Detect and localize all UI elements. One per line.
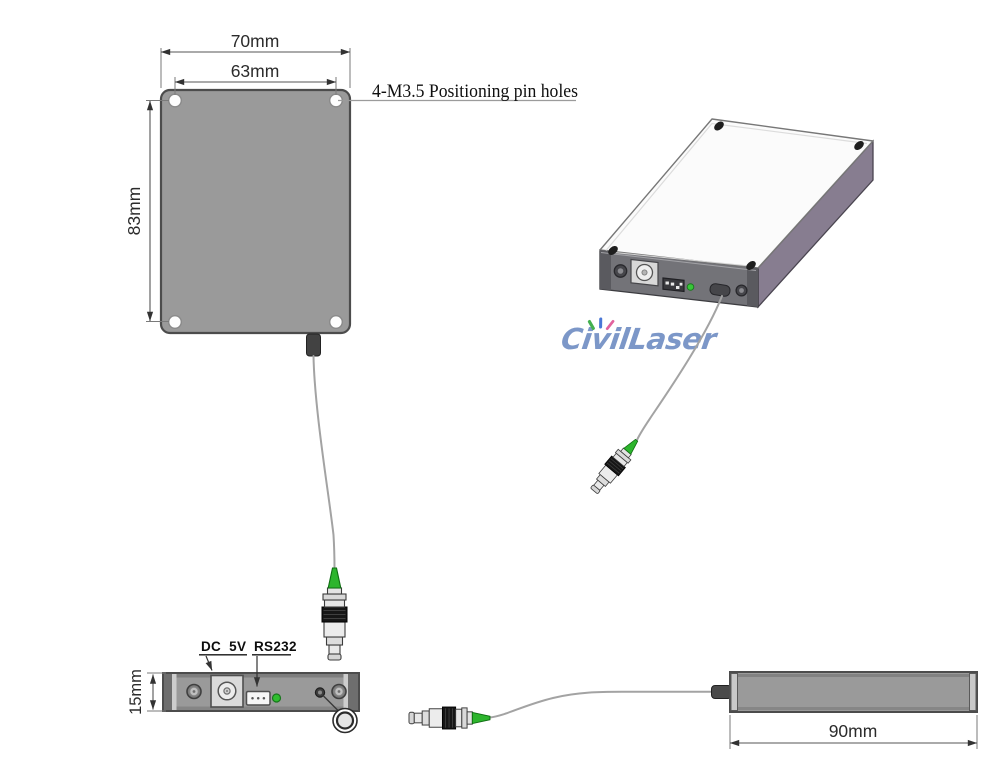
panel-bottom-shade xyxy=(164,706,358,710)
brand-logo-text: CivilLaser xyxy=(559,322,720,356)
logo-spark-blue-icon xyxy=(599,317,603,329)
status-led xyxy=(686,283,695,291)
dc-jack-pin xyxy=(641,269,648,276)
logo-spark-green-icon xyxy=(587,320,595,330)
cable-strain-relief xyxy=(306,333,321,357)
dim-label-70mm: 70mm xyxy=(231,31,280,51)
top-face-bevel xyxy=(603,251,756,267)
rs232-pin xyxy=(676,286,680,289)
pin-holes-note: 4-M3.5 Positioning pin holes xyxy=(372,81,578,102)
rs232-pin xyxy=(256,697,260,700)
rs232-pin xyxy=(262,697,266,700)
fc-apc-connector xyxy=(321,567,348,661)
panel-bottom-shade xyxy=(738,707,969,710)
dim-label-15mm: 15mm xyxy=(127,669,145,715)
corner-screw xyxy=(608,246,618,255)
side-view-body xyxy=(729,671,978,713)
logo-part: Ci xyxy=(559,322,595,356)
top-view-body xyxy=(159,88,352,335)
fiber-cable xyxy=(635,295,723,442)
leader-line-fiber xyxy=(322,695,339,711)
pin-hole xyxy=(329,315,344,330)
logo-part: ilLaser xyxy=(608,322,720,356)
dc-port-label: DC 5V xyxy=(201,639,246,654)
panel-top-shade xyxy=(164,674,358,678)
front-face-bevel xyxy=(600,252,757,271)
status-led xyxy=(271,693,282,703)
fc-apc-connector xyxy=(408,706,491,730)
dim-label-63mm: 63mm xyxy=(231,61,280,81)
top-view: 70mm 63mm 83mm 4-M3.5 Positioning pin ho… xyxy=(124,31,578,357)
panel-end-strip xyxy=(730,673,738,711)
panel-screw-center xyxy=(739,288,744,293)
fiber-output-stub xyxy=(709,283,731,297)
rs232-pin xyxy=(665,281,669,285)
side-view: 90mm xyxy=(711,671,978,749)
dim-label-83mm: 83mm xyxy=(124,187,144,236)
fiber-output-hole-center xyxy=(318,690,322,695)
panel-end-strip xyxy=(172,674,177,710)
panel-top-shade xyxy=(738,674,969,677)
corner-screw xyxy=(746,261,756,270)
dc-jack-pin-dot xyxy=(225,689,229,693)
pin-hole xyxy=(167,93,182,108)
corner-screw xyxy=(714,121,724,131)
fiber-cable xyxy=(312,355,336,570)
corner-screw xyxy=(854,141,864,150)
panel-screw-center xyxy=(617,268,624,274)
cable-strain-relief xyxy=(711,685,732,699)
pin-hole xyxy=(167,315,182,330)
panel-end-strip xyxy=(969,673,977,711)
dim-label-90mm: 90mm xyxy=(829,721,878,741)
leader-line-dc xyxy=(205,655,213,671)
front-end-cap xyxy=(747,266,758,307)
fiber-cable xyxy=(489,690,714,719)
brand-logo: CivilLaser xyxy=(559,317,720,356)
panel-screw-dot xyxy=(192,690,196,693)
front-end-cap xyxy=(600,250,611,291)
isometric-view xyxy=(599,118,874,309)
fiber-ring-inner xyxy=(335,711,355,730)
front-panel-view: 15mm DC 5V RS232 xyxy=(127,639,360,734)
fc-apc-connector xyxy=(586,434,644,498)
logo-spark-pink-icon xyxy=(605,320,615,330)
rs232-pin xyxy=(251,697,254,700)
rs232-pin xyxy=(670,282,675,286)
panel-end-cap xyxy=(164,674,172,710)
top-face-bevel xyxy=(605,122,868,251)
panel-end-cap xyxy=(348,674,358,710)
panel-screw-dot xyxy=(337,690,341,693)
rs232-pin xyxy=(679,282,683,286)
rs232-port-label: RS232 xyxy=(254,639,297,654)
